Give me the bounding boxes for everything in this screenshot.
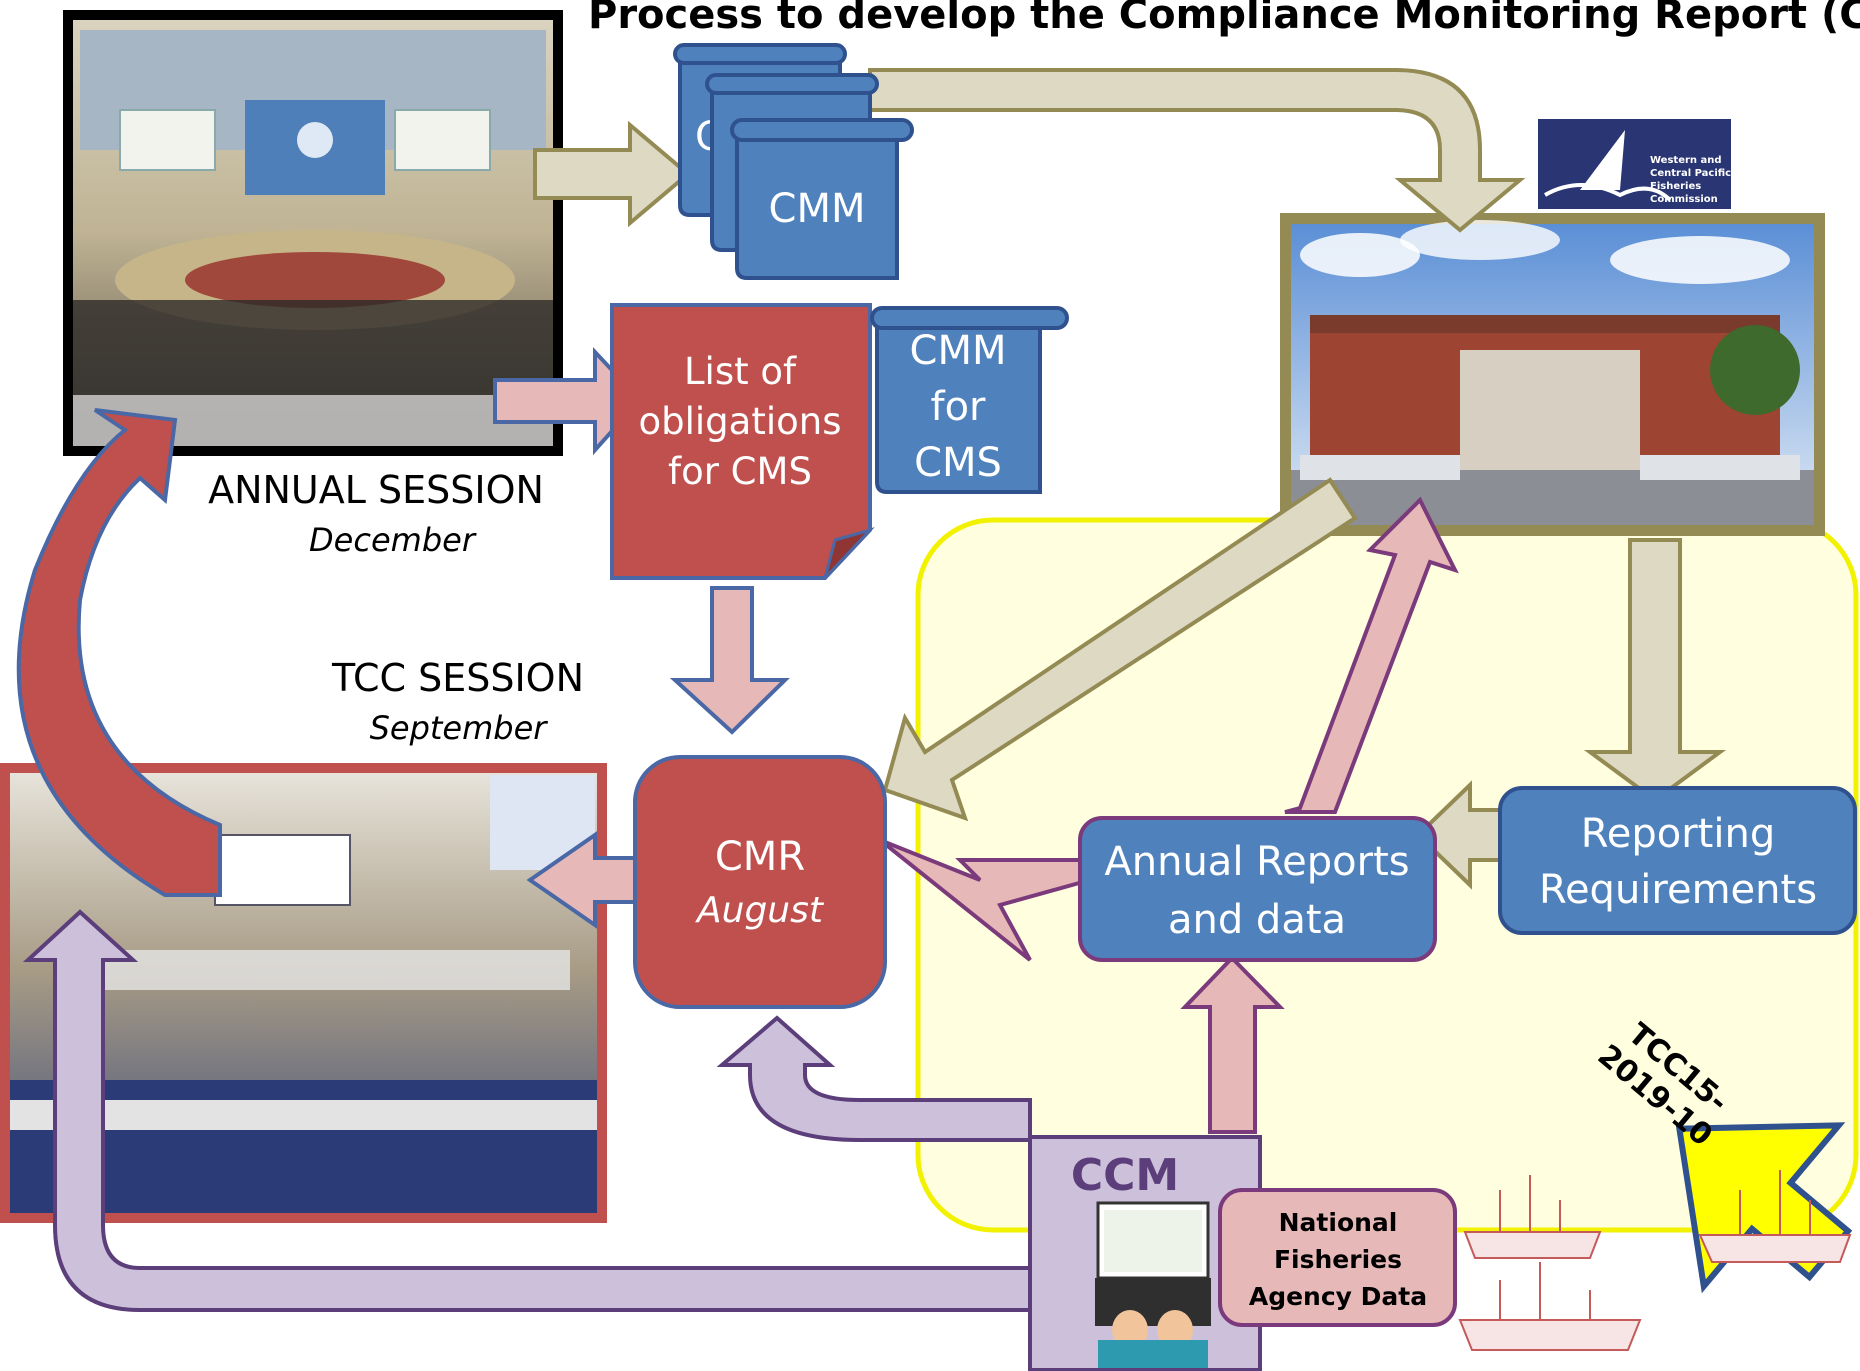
laptop-icon bbox=[1095, 1201, 1211, 1368]
cmm-scroll-front: CMM bbox=[730, 118, 914, 280]
cmm-scroll-stack: C CMM bbox=[673, 43, 914, 280]
cmm-scroll-label: CMM bbox=[769, 186, 866, 232]
annual-reports-line1: Annual Reports bbox=[1104, 839, 1409, 885]
ccm-box: CCM bbox=[1028, 1135, 1262, 1371]
fishing-vessels-illustration bbox=[1458, 1170, 1852, 1351]
cmm-for-cms-line3: CMS bbox=[914, 440, 1002, 486]
cmm-for-cms-scroll: CMM for CMS bbox=[870, 306, 1069, 494]
tan-arrow-cmm-to-building bbox=[868, 68, 1526, 233]
pink-arrow-obligations-to-cmr bbox=[669, 586, 790, 735]
tan-arrow-session-to-cmm bbox=[533, 120, 692, 228]
pink-lightning-reports-to-cmr bbox=[878, 838, 1092, 962]
national-fisheries-box: National Fisheries Agency Data bbox=[1218, 1188, 1457, 1327]
wcpfc-logo-line2: Central Pacific bbox=[1650, 168, 1731, 179]
ccm-label: CCM bbox=[1071, 1150, 1179, 1201]
obligations-box: List of obligations for CMS bbox=[610, 303, 875, 580]
reporting-line2: Requirements bbox=[1539, 867, 1817, 913]
pink-arrow-reports-to-building bbox=[1284, 496, 1459, 814]
red-arrow-tcc-to-annual bbox=[16, 408, 222, 897]
wcpfc-logo-line3: Fisheries bbox=[1650, 181, 1701, 192]
tcc-session-label: TCC SESSION bbox=[331, 656, 584, 700]
obligations-line2: obligations bbox=[639, 400, 842, 443]
annual-reports-box: Annual Reports and data bbox=[1078, 816, 1437, 962]
national-line3: Agency Data bbox=[1249, 1282, 1427, 1311]
wcpfc-logo-line4: Commission bbox=[1650, 194, 1718, 205]
annual-session-month: December bbox=[309, 521, 477, 559]
tcc-session-month: September bbox=[370, 709, 549, 747]
cmr-box: CMR August bbox=[633, 755, 887, 1009]
tan-arrow-building-to-cmr bbox=[882, 477, 1358, 822]
cmm-for-cms-line2: for bbox=[931, 384, 987, 430]
purple-arrow-ccm-to-tcc bbox=[22, 909, 1032, 1312]
wcpfc-logo: Western and Central Pacific Fisheries Co… bbox=[1538, 119, 1731, 209]
tan-arrow-building-to-reporting bbox=[1583, 538, 1727, 803]
page-title: Process to develop the Compliance Monito… bbox=[588, 0, 1860, 38]
cmr-label: CMR bbox=[715, 834, 805, 880]
annual-session-photo bbox=[63, 10, 563, 456]
cmm-for-cms-line1: CMM bbox=[910, 328, 1007, 374]
purple-arrow-ccm-to-cmr bbox=[716, 1015, 1032, 1142]
annual-reports-line2: and data bbox=[1168, 897, 1346, 943]
cmr-month: August bbox=[695, 890, 825, 931]
national-line1: National bbox=[1279, 1208, 1398, 1237]
obligations-line3: for CMS bbox=[668, 450, 812, 493]
obligations-line1: List of bbox=[684, 350, 797, 393]
wcpfc-logo-line1: Western and bbox=[1650, 155, 1722, 166]
national-line2: Fisheries bbox=[1274, 1245, 1402, 1274]
reporting-line1: Reporting bbox=[1581, 811, 1775, 857]
reporting-requirements-box: Reporting Requirements bbox=[1498, 786, 1857, 935]
wcpfc-building-photo bbox=[1280, 213, 1825, 536]
annual-session-label: ANNUAL SESSION bbox=[208, 468, 544, 512]
pink-arrow-ccm-to-reports bbox=[1180, 955, 1285, 1134]
